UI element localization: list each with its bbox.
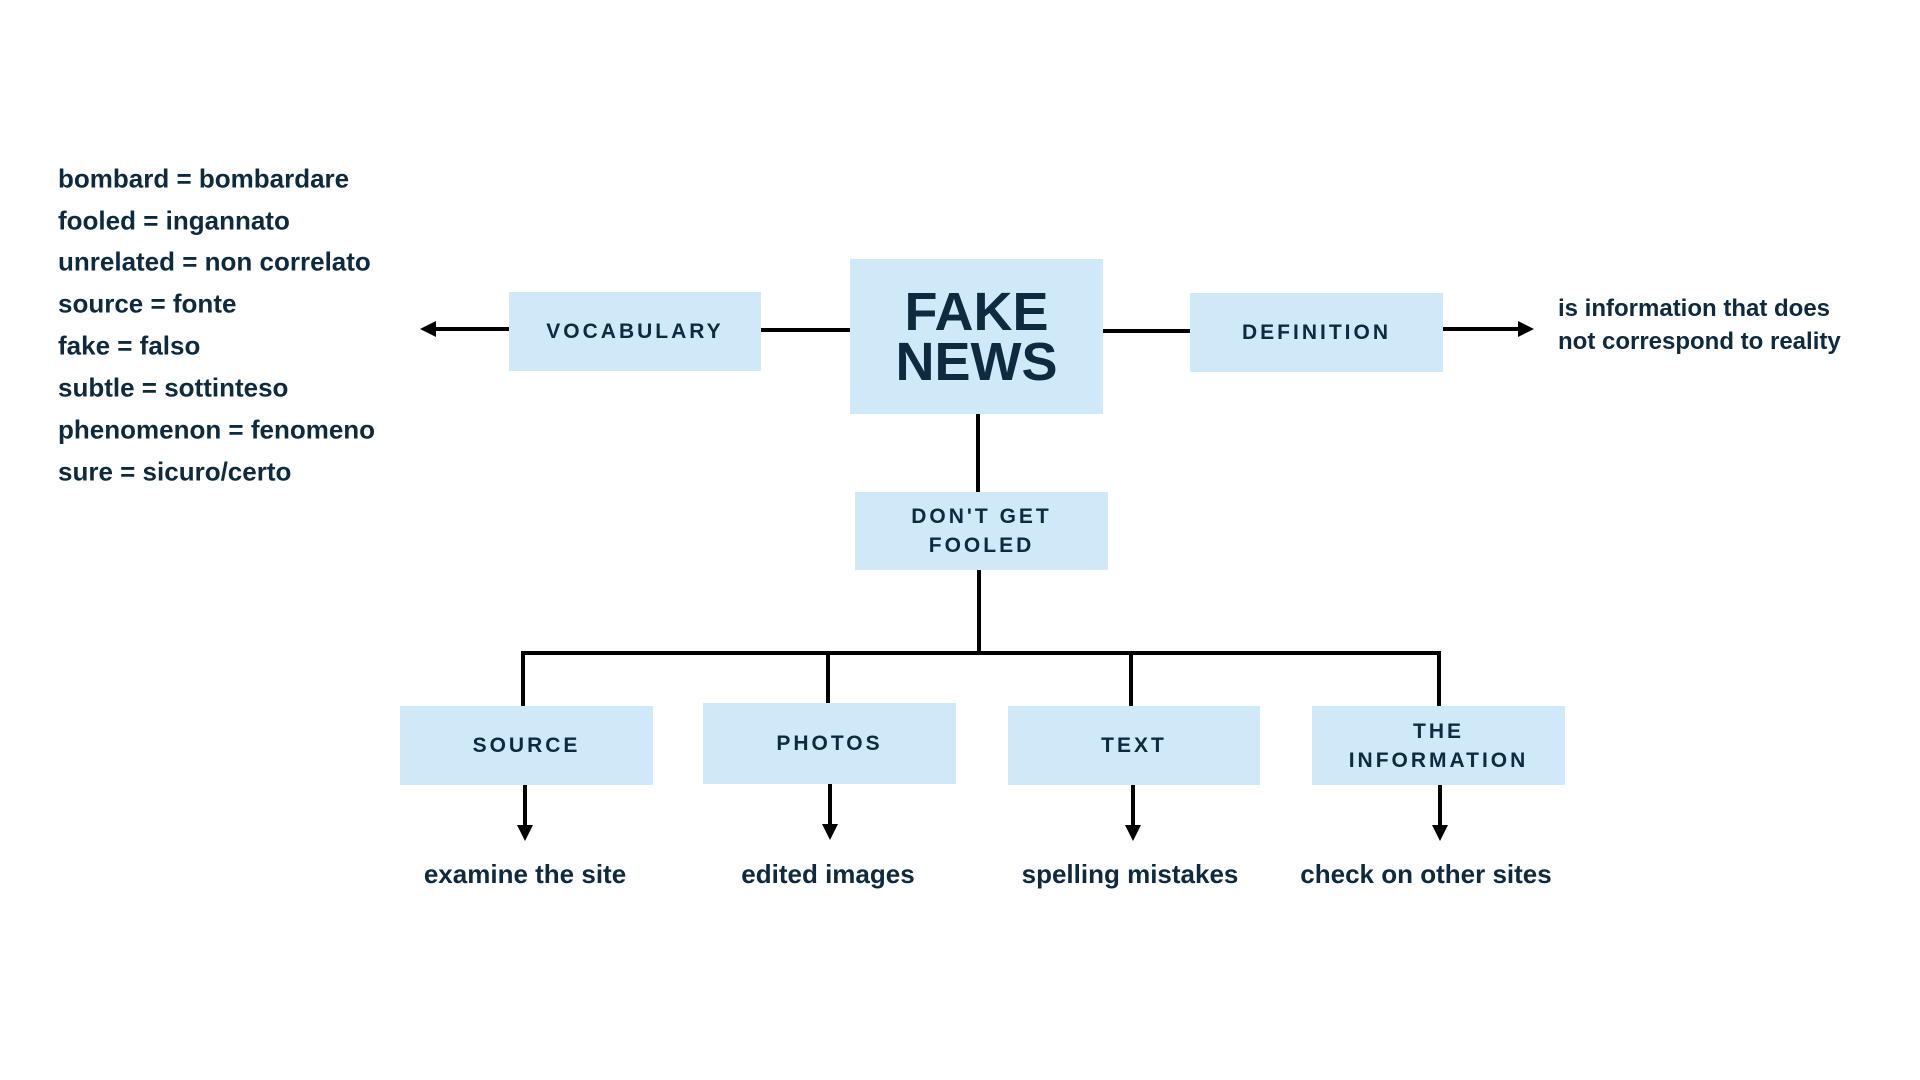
vocab-item: subtle = sottinteso: [58, 372, 289, 403]
title-line: NEWS: [895, 331, 1058, 392]
information-caption: check on other sites: [1300, 859, 1552, 889]
definition-line: not correspond to reality: [1558, 328, 1841, 355]
box-label: PHOTOS: [776, 732, 883, 755]
vocab-item: phenomenon = fenomeno: [58, 414, 376, 445]
photos-caption: edited images: [741, 859, 915, 889]
vocab-item: source = fonte: [58, 288, 237, 319]
vocab-item: bombard = bombardare: [58, 163, 350, 194]
vocab-item: sure = sicuro/certo: [58, 456, 292, 487]
definition-label: DEFINITION: [1242, 321, 1391, 344]
source-caption: examine the site: [423, 859, 627, 889]
source-box: SOURCE: [400, 706, 653, 785]
vocab-item: unrelated = non correlato: [58, 246, 371, 277]
box-label: SOURCE: [472, 734, 581, 757]
vocab-item: fooled = ingannato: [58, 205, 290, 236]
dont-get-fooled-box: DON'T GET FOOLED: [855, 492, 1108, 570]
text-caption: spelling mistakes: [1021, 859, 1239, 889]
definition-line: is information that does: [1558, 295, 1831, 322]
vocab-item: fake = falso: [58, 330, 201, 361]
title-line: FAKE: [904, 281, 1049, 342]
text-box: TEXT: [1008, 706, 1260, 785]
fake-news-box: FAKE NEWS: [850, 259, 1103, 414]
vocabulary-box: VOCABULARY: [509, 292, 761, 371]
box-line: DON'T GET: [911, 505, 1052, 528]
information-box: THE INFORMATION: [1312, 706, 1565, 785]
box-line: INFORMATION: [1348, 748, 1529, 772]
photos-box: PHOTOS: [703, 703, 956, 784]
box-line: THE: [1413, 719, 1464, 743]
vocabulary-label: VOCABULARY: [546, 320, 724, 343]
box-label: TEXT: [1101, 734, 1167, 757]
box-line: FOOLED: [928, 534, 1035, 557]
definition-box: DEFINITION: [1190, 293, 1443, 372]
definition-text: is information that does not correspond …: [1558, 292, 1841, 358]
